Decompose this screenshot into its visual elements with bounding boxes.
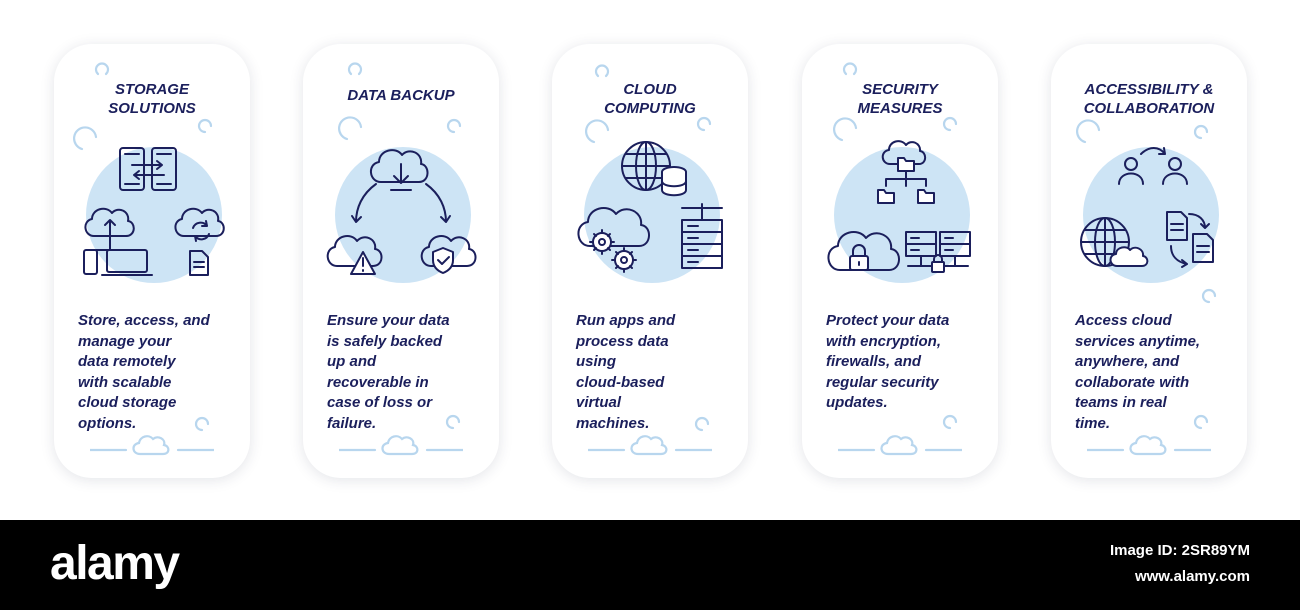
cloud-shield-icon xyxy=(420,235,477,274)
storage-illustration xyxy=(83,147,225,276)
card-title: DATA BACKUP xyxy=(347,87,455,104)
footer-cloud-divider xyxy=(1087,435,1211,456)
document-exchange-icon xyxy=(1166,211,1214,268)
server-lock-icon xyxy=(905,231,971,273)
collaboration-illustration xyxy=(1080,147,1214,268)
globe-icon xyxy=(621,141,671,191)
computing-illustration xyxy=(577,141,723,273)
card-title: SECURITY MEASURES xyxy=(857,81,943,117)
globe-cloud-icon xyxy=(1080,217,1149,267)
card-description: Store, access, and manage your data remo… xyxy=(78,312,210,432)
cloud-gears-icon xyxy=(577,207,650,273)
users-exchange-icon xyxy=(1118,147,1188,185)
cloud-download-icon xyxy=(370,149,429,191)
footer-cloud-divider xyxy=(339,435,463,456)
brand-logo: alamy xyxy=(50,537,180,590)
site-url: www.alamy.com xyxy=(1134,568,1250,585)
watermark-banner: alamy Image ID: 2SR89YM www.alamy.com xyxy=(0,520,1300,610)
cloud-folders-icon xyxy=(877,140,935,204)
laptop-icon xyxy=(101,249,153,276)
cloud-sync-icon xyxy=(174,207,225,242)
security-illustration xyxy=(827,140,971,273)
footer-cloud-divider xyxy=(838,435,962,456)
cloud-upload-icon xyxy=(84,207,135,251)
server-rack-icon xyxy=(681,203,723,269)
illustration-bubble xyxy=(86,147,222,283)
card-description: Ensure your data is safely backed up and… xyxy=(327,312,450,432)
phone-transfer-icon xyxy=(119,147,177,191)
footer-cloud-divider xyxy=(90,435,214,456)
card-description: Access cloud services anytime, anywhere,… xyxy=(1075,312,1201,432)
illustration-bubble xyxy=(584,147,720,283)
card-cloud-computing: CLOUD COMPUTING xyxy=(552,44,748,478)
cloud-lock-icon xyxy=(827,231,900,271)
document-icon xyxy=(189,250,209,276)
card-description: Protect your data with encryption, firew… xyxy=(826,312,950,411)
cloud-warning-icon xyxy=(326,235,383,275)
infographic-panel: STORAGE SOLUTIONS xyxy=(54,44,1247,478)
card-title: CLOUD COMPUTING xyxy=(604,81,696,117)
card-security-measures: SECURITY MEASURES xyxy=(802,44,998,478)
card-storage-solutions: STORAGE SOLUTIONS xyxy=(54,44,250,478)
backup-illustration xyxy=(326,149,477,275)
footer-cloud-divider xyxy=(588,435,712,456)
card-title: ACCESSIBILITY & COLLABORATION xyxy=(1083,81,1215,117)
card-title: STORAGE SOLUTIONS xyxy=(108,81,196,117)
card-description: Run apps and process data using cloud-ba… xyxy=(576,312,676,432)
image-id-label: Image ID: 2SR89YM xyxy=(1109,542,1250,559)
card-accessibility-collaboration: ACCESSIBILITY & COLLABORATION xyxy=(1051,44,1247,478)
database-icon xyxy=(661,166,687,197)
card-data-backup: DATA BACKUP xyxy=(303,44,499,478)
cycle-arrows-icon xyxy=(351,183,451,223)
phone-small-icon xyxy=(83,249,98,275)
